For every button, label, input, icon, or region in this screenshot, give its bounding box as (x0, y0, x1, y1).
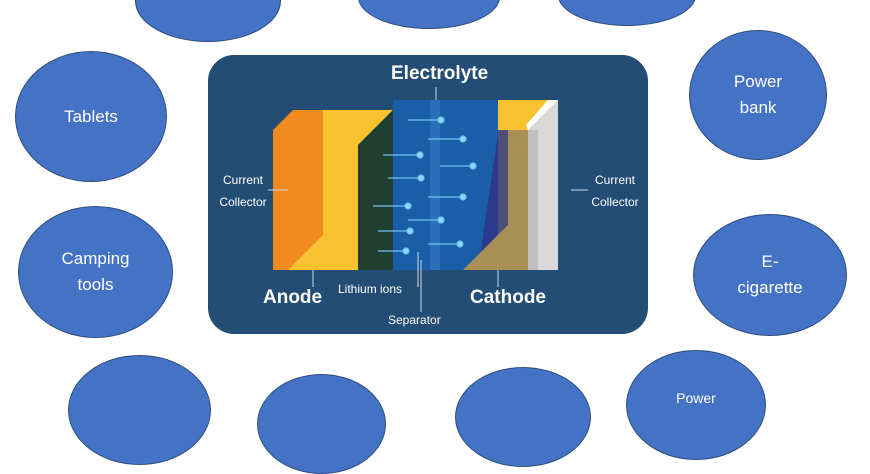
bubble-top-3 (558, 0, 696, 26)
cathode-label: Cathode (470, 287, 546, 308)
current-collector-right-label: Current Collector (591, 173, 639, 209)
anode-label: Anode (263, 287, 323, 308)
bubble-camping-tools: Camping tools (18, 206, 173, 338)
separator-label: Separator (388, 313, 441, 327)
bubble-top-1 (135, 0, 281, 42)
bubble-label: Tablets (64, 106, 118, 126)
bubble-bottom-1 (68, 355, 211, 465)
bubble-label: Power (676, 390, 716, 406)
bubble-top-2 (358, 0, 500, 29)
bubble-label: Power bank (733, 72, 783, 117)
bubble-bottom-3 (455, 367, 591, 467)
bubble-bottom-4: Power (626, 350, 766, 460)
battery-cell-illustration (268, 87, 588, 312)
bubble-e-cigarette: E-cigarette (693, 214, 847, 336)
bubble-tablets: Tablets (15, 51, 167, 182)
lithium-ions-label: Lithium ions (338, 282, 403, 296)
current-collector-left-label: Current Collector (219, 173, 267, 209)
bubble-bottom-2 (257, 374, 386, 474)
bubble-label: E-cigarette (737, 252, 803, 297)
bubble-label: Camping tools (61, 249, 130, 294)
electrolyte-label: Electrolyte (391, 63, 489, 84)
bubble-power-bank: Power bank (689, 30, 827, 160)
battery-diagram: Electrolyte Current Collector Current Co… (208, 55, 648, 334)
